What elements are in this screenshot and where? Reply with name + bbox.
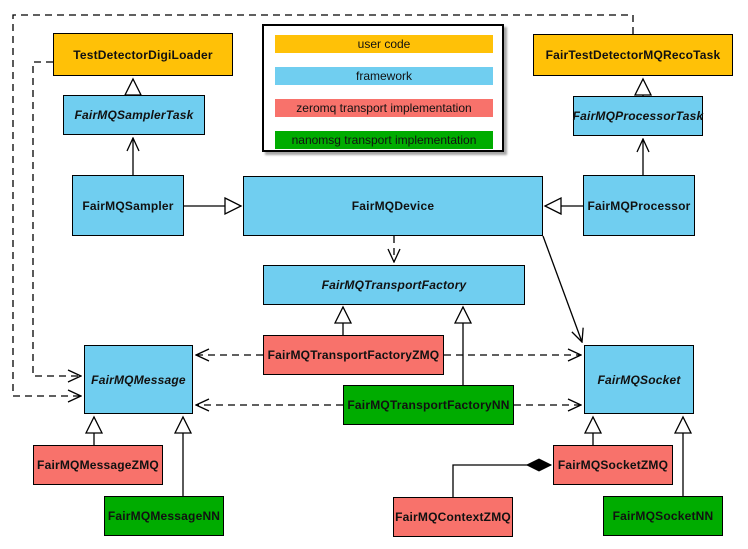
legend-label-nanomsg: nanomsg transport implementation xyxy=(291,133,477,147)
node-fairmqmessagenn: FairMQMessageNN xyxy=(104,496,224,536)
edge-contextzmq-to-socketzmq xyxy=(452,458,553,497)
legend-item-framework: framework xyxy=(275,67,493,85)
legend-label-user-code: user code xyxy=(357,37,411,51)
node-fairtestdetectormqrecotask: FairTestDetectorMQRecoTask xyxy=(533,34,733,76)
node-fairmqmessagezmq: FairMQMessageZMQ xyxy=(33,445,163,485)
node-fairmqsamplertask: FairMQSamplerTask xyxy=(63,95,205,135)
node-fairmqcontextzmq: FairMQContextZMQ xyxy=(393,497,513,537)
legend-item-nanomsg: nanomsg transport implementation xyxy=(275,131,493,149)
node-fairmqsocket: FairMQSocket xyxy=(584,345,694,414)
node-fairmqsampler: FairMQSampler xyxy=(72,175,184,236)
node-fairmqtransportfactory: FairMQTransportFactory xyxy=(263,265,525,305)
legend-item-zeromq: zeromq transport implementation xyxy=(275,99,493,117)
node-fairmqtransportfactorynn: FairMQTransportFactoryNN xyxy=(343,385,514,425)
node-fairmqtransportfactoryzmq: FairMQTransportFactoryZMQ xyxy=(263,335,444,375)
legend-item-user-code: user code xyxy=(275,35,493,53)
edge-recotask-to-message xyxy=(12,14,634,396)
node-fairmqdevice: FairMQDevice xyxy=(243,176,543,236)
node-fairmqsocketzmq: FairMQSocketZMQ xyxy=(553,445,673,485)
edge-device-to-socket xyxy=(542,235,582,342)
legend-label-framework: framework xyxy=(355,69,412,83)
node-fairmqmessage: FairMQMessage xyxy=(84,345,193,414)
node-testdetectordigiloader: TestDetectorDigiLoader xyxy=(53,33,233,76)
legend-box: user code framework zeromq transport imp… xyxy=(262,24,504,152)
node-fairmqprocessor: FairMQProcessor xyxy=(583,175,695,236)
legend-label-zeromq: zeromq transport implementation xyxy=(296,101,472,115)
node-fairmqsocketnn: FairMQSocketNN xyxy=(603,496,723,536)
node-fairmqprocessortask: FairMQProcessorTask xyxy=(573,96,703,136)
